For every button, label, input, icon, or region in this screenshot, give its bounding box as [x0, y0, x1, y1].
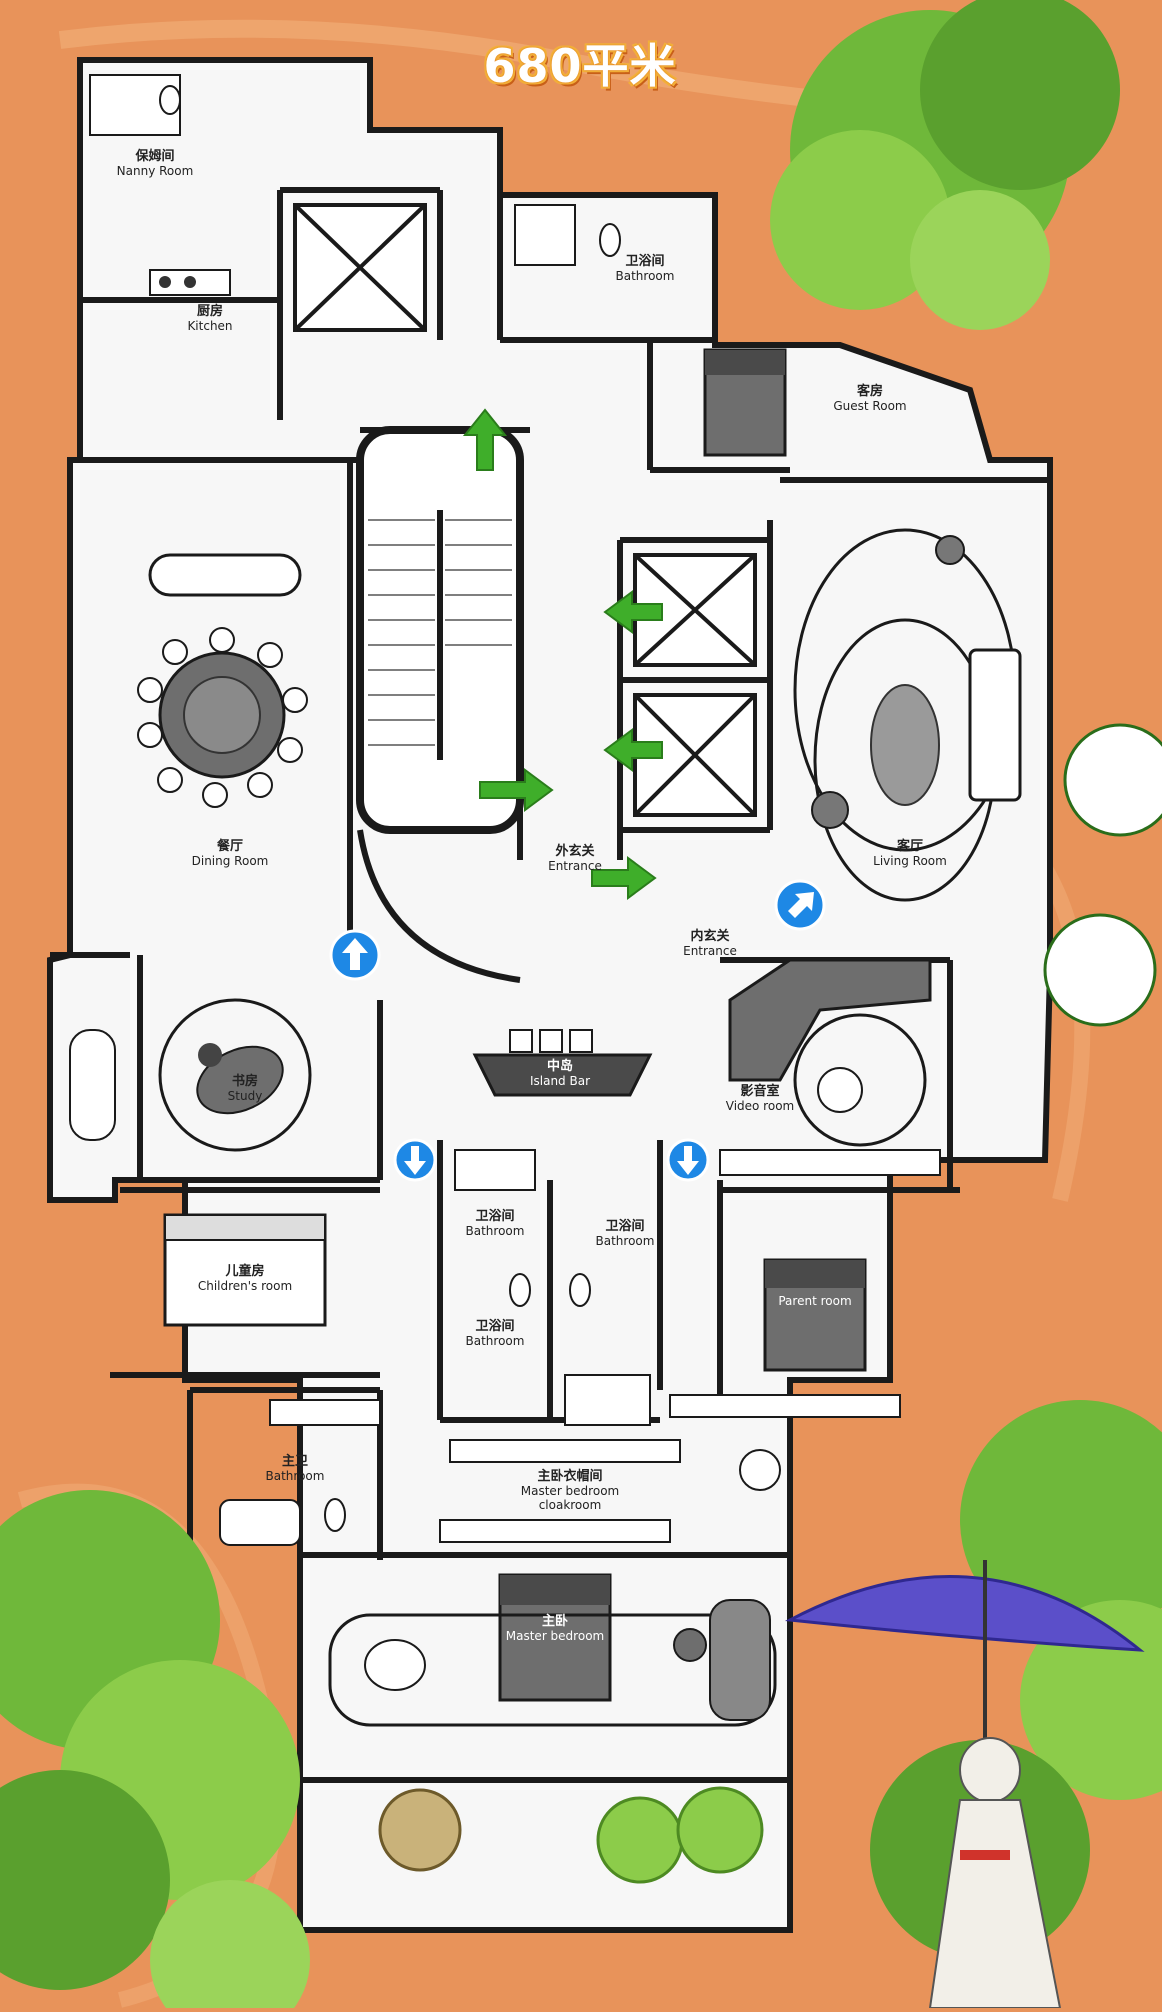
- building-floor: [47, 57, 1053, 1933]
- blue-circle-arrows: [329, 879, 826, 1182]
- green-entry-arrow-icon: [603, 728, 663, 772]
- tree-icon: [0, 1490, 310, 2012]
- building: [47, 57, 1053, 1933]
- green-entry-arrow-icon: [603, 590, 663, 634]
- area-title: 680平米: [483, 39, 677, 93]
- green-entry-arrows: [462, 408, 663, 900]
- tree-icon: [770, 0, 1120, 330]
- blue-circle-arrow-icon: [666, 1138, 710, 1182]
- interior-walls: [50, 187, 1050, 1783]
- blue-circle-arrow-icon: [393, 1138, 437, 1182]
- blue-circle-arrow-icon: [329, 929, 381, 981]
- umbrella-figure-icon: [784, 1560, 1145, 2009]
- green-entry-arrow-icon: [479, 768, 554, 812]
- shrub-icon: [378, 723, 1162, 1884]
- green-entry-arrow-icon: [462, 408, 508, 471]
- green-entry-arrow-icon: [591, 856, 657, 900]
- blue-circle-arrow-icon: [774, 879, 826, 931]
- stairwell: [356, 426, 524, 983]
- furniture: [69, 74, 1022, 1727]
